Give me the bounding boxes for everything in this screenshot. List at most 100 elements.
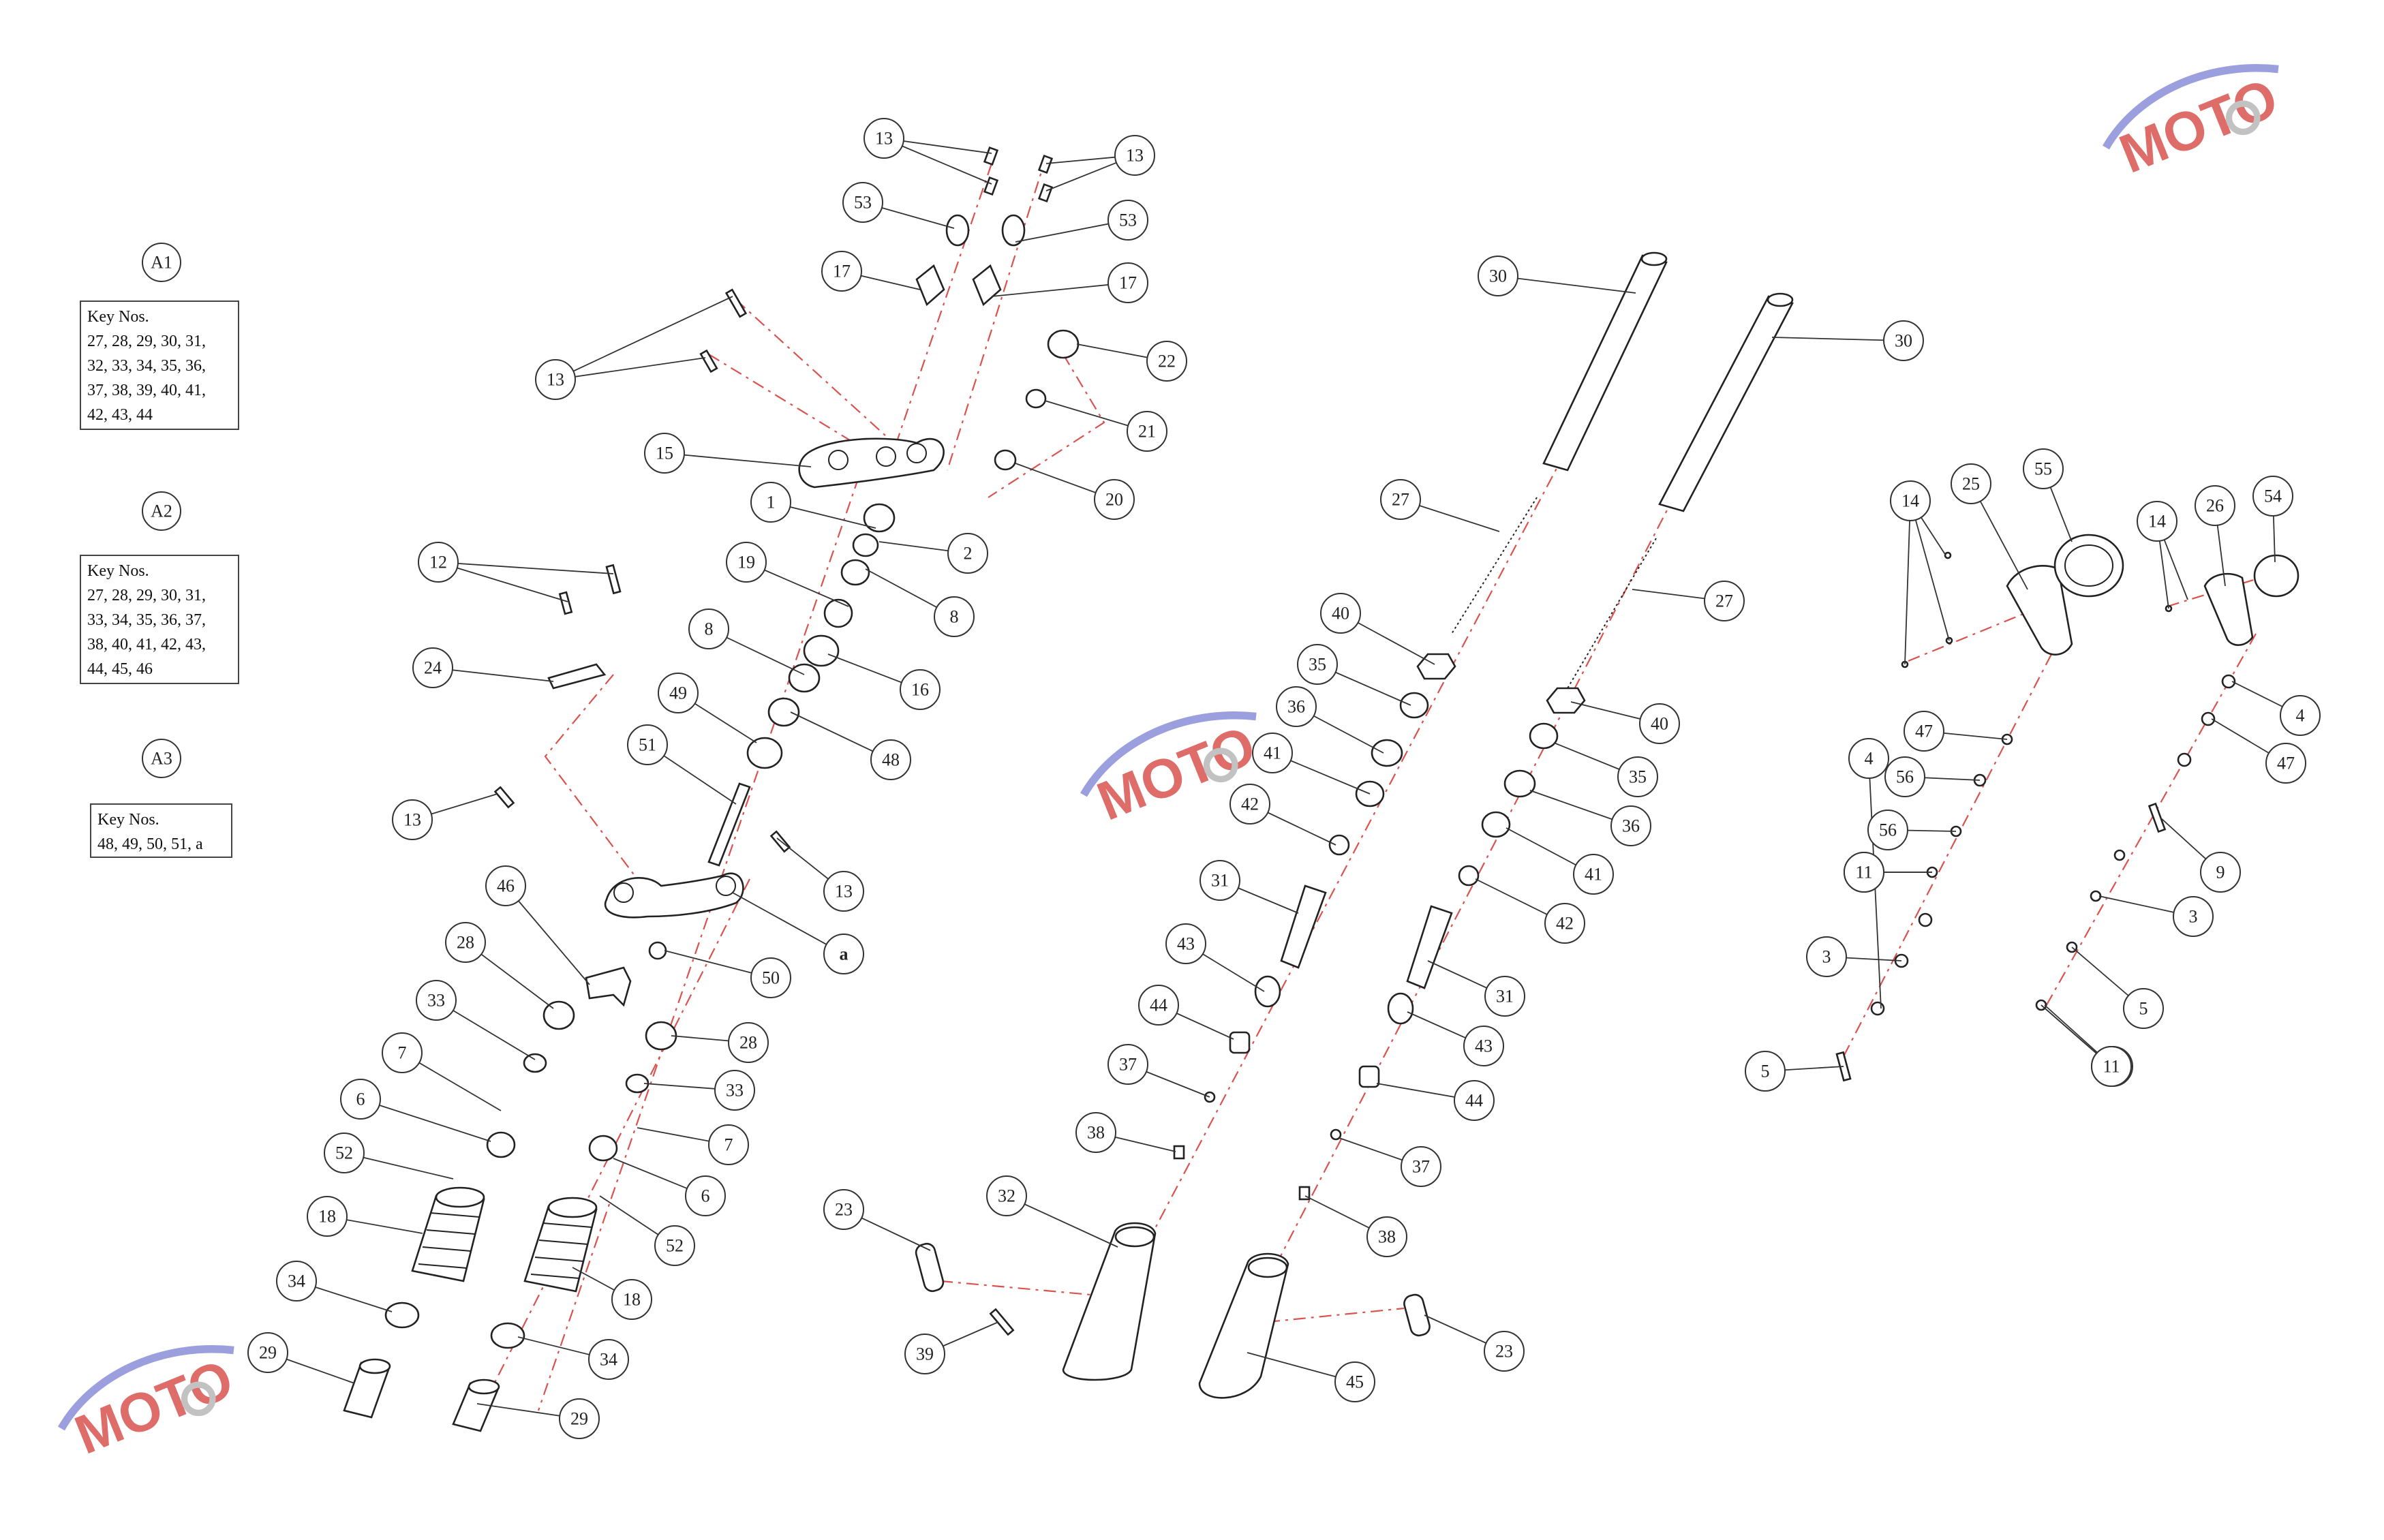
callout-circle [714,1070,755,1111]
callout-number: 39 [916,1344,934,1364]
callout-circle [559,1398,600,1439]
callout-number: 29 [570,1409,588,1429]
callouts-layer: 1313535317171322211520121988164948511224… [247,118,2321,1439]
callout-circle [2173,896,2214,937]
callout-38: 38 [1075,1112,1176,1153]
callout-circle [1334,1361,1375,1402]
callout-8: 8 [688,609,805,675]
callout-number: 32 [998,1186,1015,1206]
callout-44: 44 [1138,985,1234,1040]
parts-layer [343,146,2299,1432]
callout-number: 49 [669,683,687,703]
callout-circle [644,433,685,474]
callout-56: 56 [1867,810,1957,850]
callout-circle [1573,854,1614,895]
callout-18: 18 [307,1196,423,1237]
leader-line [555,357,706,380]
leader-line [555,296,733,380]
keybox-title: Key Nos. [87,562,149,580]
callout-number: 31 [1496,987,1514,1006]
callout-circle [934,596,975,637]
callout-circle [1107,262,1148,303]
callout-circle [823,934,864,974]
callout-26: 26 [2195,485,2235,587]
callout-28: 28 [671,1022,769,1063]
spring [1567,538,1657,689]
callout-number: 16 [911,680,929,700]
callout-13: 13 [535,296,733,400]
callout-50: 50 [664,950,791,998]
callout-number: 5 [2139,999,2148,1019]
callout-number: 28 [739,1033,757,1053]
callout-circle [864,118,904,159]
callout-19: 19 [726,542,849,607]
callout-number: 6 [356,1090,365,1109]
callout-45: 45 [1247,1352,1375,1402]
callout-circle [728,1022,769,1063]
callout-number: 43 [1475,1036,1493,1056]
callout-31: 31 [1427,960,1525,1017]
callout-circle [340,1079,381,1120]
callout-circle [654,1225,695,1266]
callout-number: 23 [835,1200,853,1220]
callout-35: 35 [1553,742,1658,797]
callout-41: 41 [1506,827,1614,895]
callout-5: 5 [2071,946,2164,1029]
callout-54: 54 [2252,476,2293,563]
callout-number: 36 [1287,697,1305,717]
callout-circle [821,251,862,292]
callout-number: 13 [875,129,893,149]
callout-circle [823,1189,864,1230]
callout-circle [1484,976,1525,1017]
callout-circle [1883,320,1924,361]
keybox-line: 38, 40, 41, 42, 43, [87,636,206,653]
callout-circle [726,542,767,583]
callout-53: 53 [842,182,955,229]
callout-number: 38 [1087,1123,1105,1143]
callout-40: 40 [1570,701,1680,744]
callout-number: 4 [2296,706,2305,726]
callout-11: 11 [1844,852,1932,893]
callout-number: 13 [835,882,853,902]
callout-31: 31 [1199,860,1299,914]
callout-circle [611,1279,652,1320]
callout-circle [2280,695,2321,736]
callout-20: 20 [1015,463,1135,520]
callout-circle [416,980,457,1021]
callout-15: 15 [644,433,812,474]
callout-30: 30 [1478,256,1636,296]
callout-8: 8 [865,568,975,637]
callout-number: 52 [335,1143,353,1163]
callout-number: 51 [639,735,656,755]
callout-circle [1229,784,1270,825]
callout-number: 13 [403,810,421,830]
callout-circle [1844,852,1884,893]
callout-44: 44 [1376,1080,1495,1121]
callout-51: 51 [627,724,737,805]
svg-text:MOTO: MOTO [67,1348,241,1466]
callout-number: 53 [854,193,872,213]
callout-number: 36 [1622,816,1640,836]
callout-48: 48 [790,711,911,780]
callout-number: 38 [1378,1227,1396,1247]
callout-42: 42 [1475,878,1585,944]
callout-number: 7 [398,1043,407,1063]
callout-circle [1165,923,1206,964]
callout-circle [1075,1112,1116,1153]
callout-2: 2 [878,533,988,574]
callout-number: 40 [1332,604,1349,623]
callout-circle [1478,256,1518,296]
callout-circle [445,922,486,963]
callout-circle [904,1334,945,1374]
leader-line [732,892,844,955]
callout-number: 44 [1465,1091,1483,1111]
leader-line [991,282,1129,297]
callout-1: 1 [750,482,876,529]
callout-number: 11 [2103,1057,2120,1077]
callout-number: 4 [1865,749,1874,769]
callout-number: 56 [1896,767,1914,787]
callout-28: 28 [445,922,554,1009]
callout-41: 41 [1252,733,1371,795]
callout-17: 17 [991,262,1148,303]
